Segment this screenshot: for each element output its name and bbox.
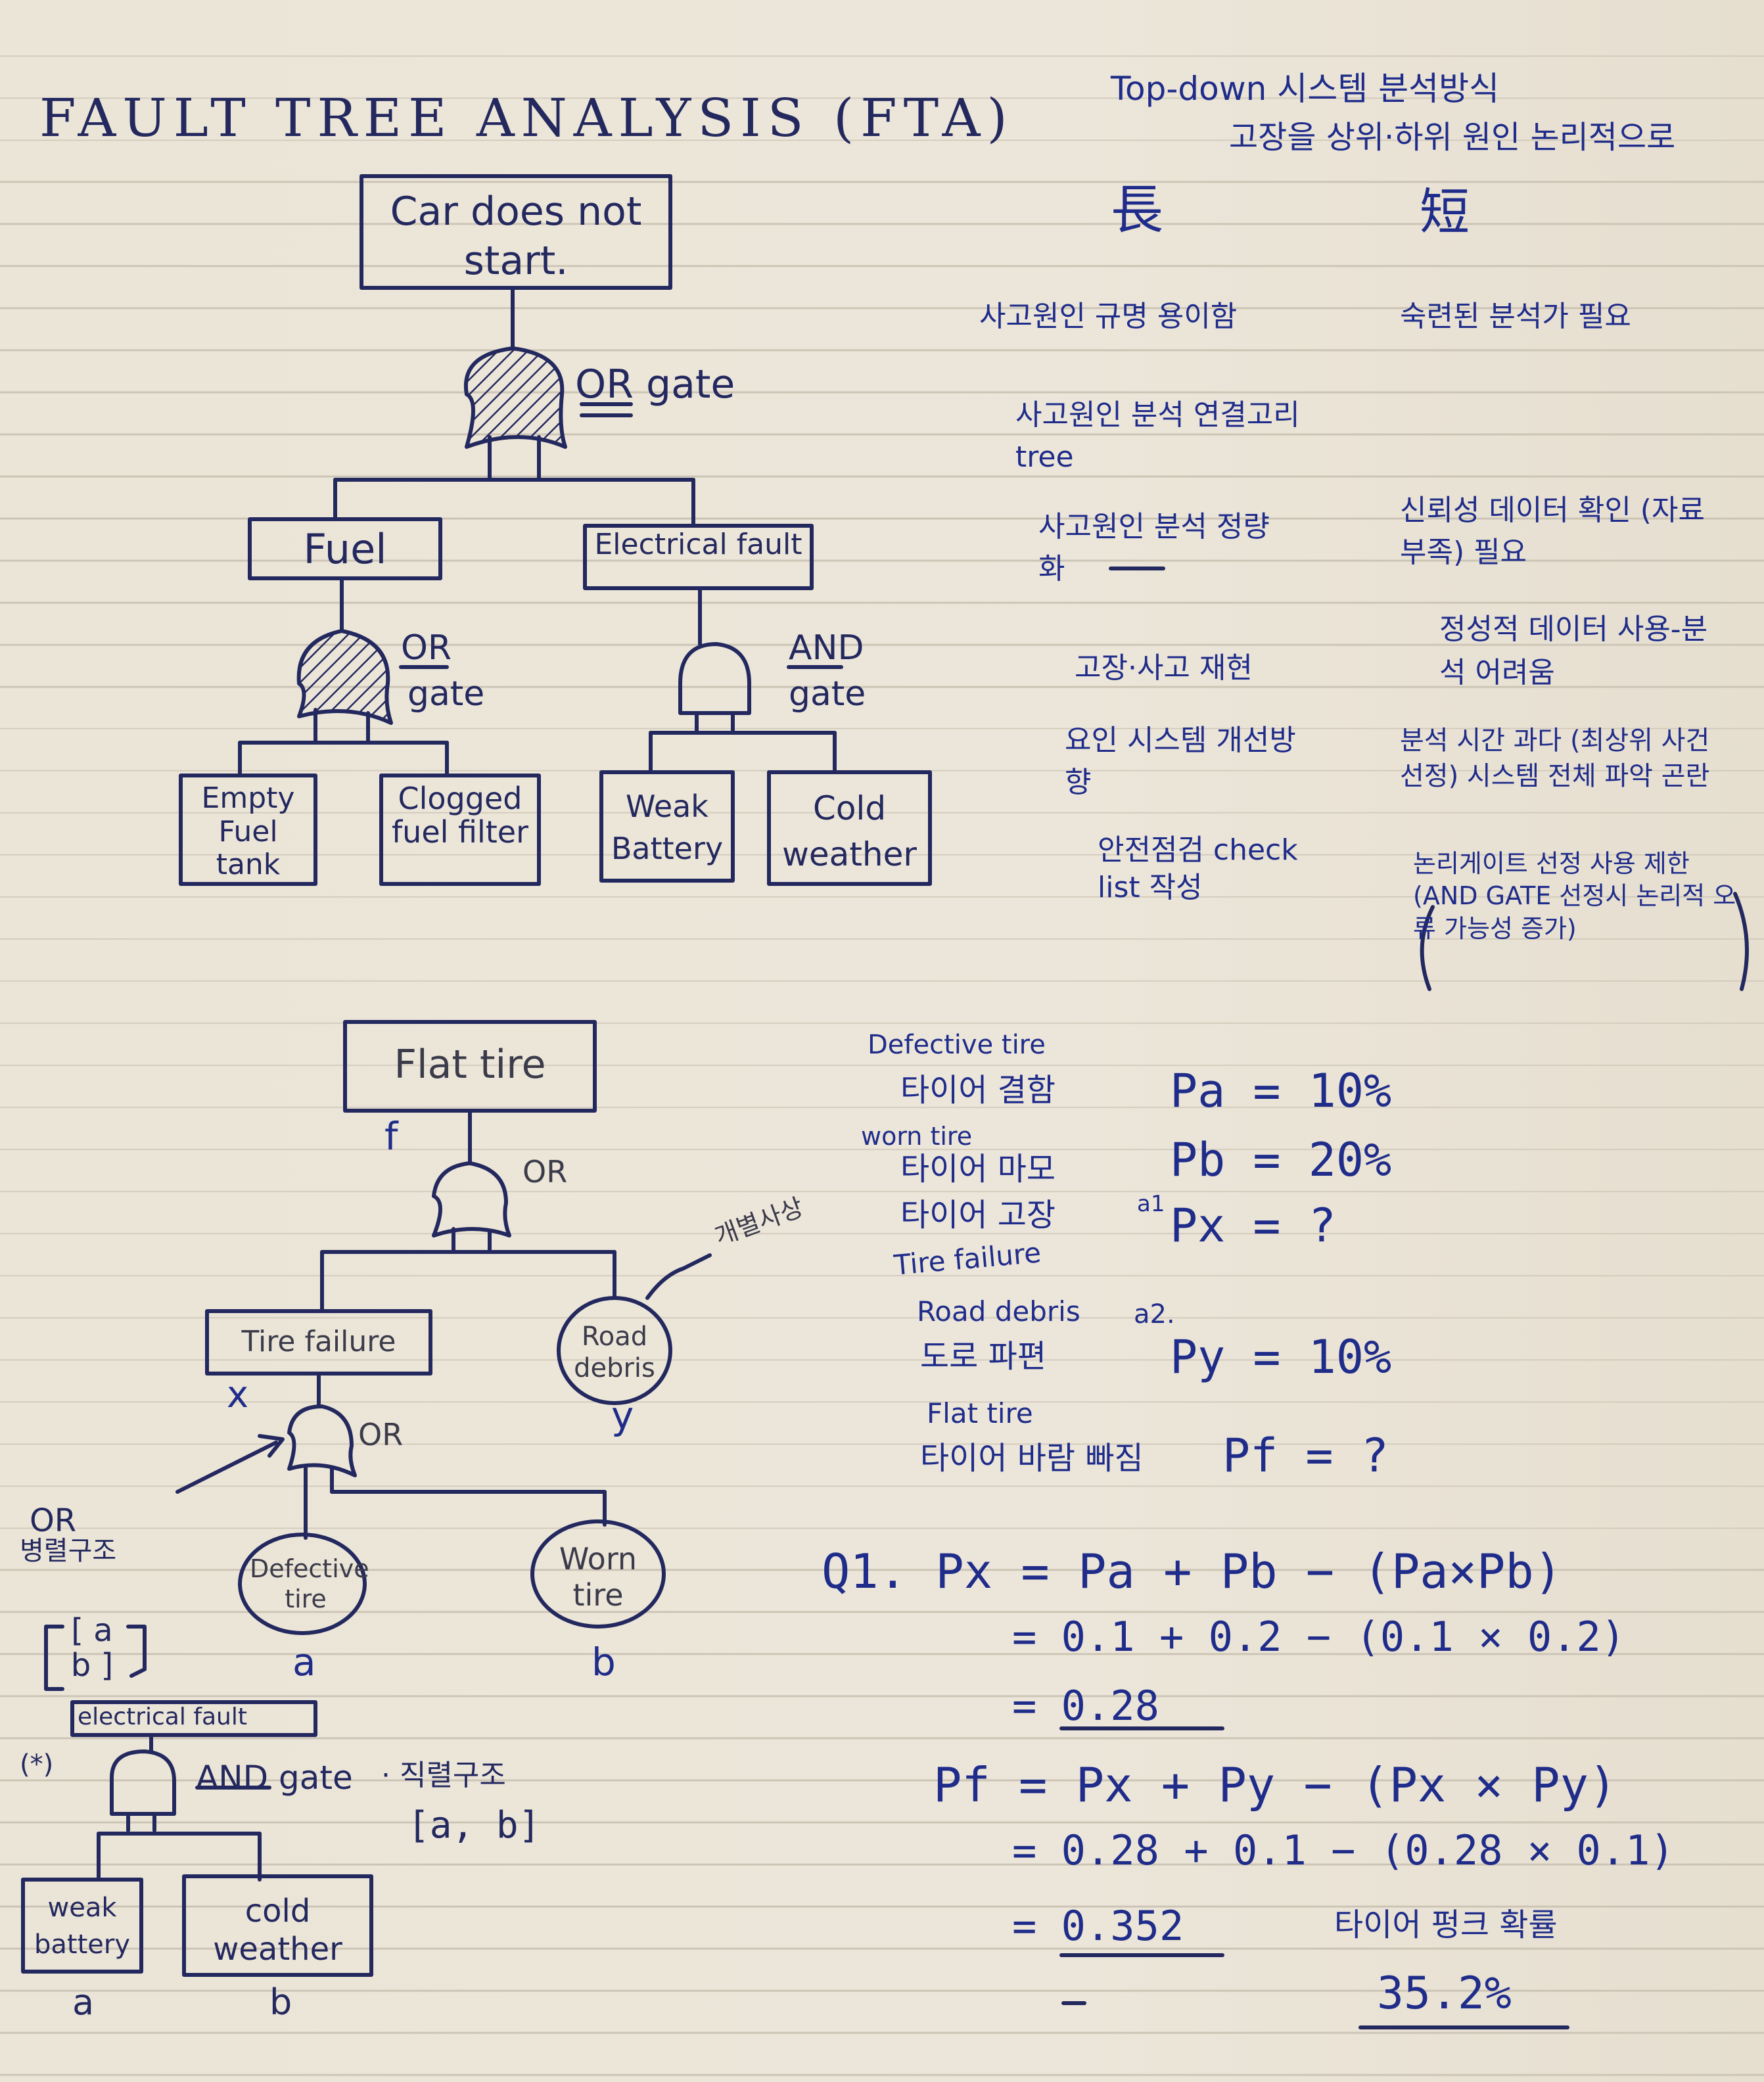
pros-item: 요인 시스템 개선방향 [1065, 720, 1301, 804]
and-mark: (*) [20, 1751, 53, 1778]
pros-item: 고장·사고 재현 [1075, 654, 1253, 683]
flat-tire-label: Flat tire [348, 1045, 592, 1084]
given-en: worn tire [861, 1124, 972, 1149]
or-gate-1 [466, 348, 565, 447]
defective-tire-var: a [292, 1643, 316, 1681]
and-gate-1-word: AND [789, 631, 864, 665]
clogged-filter-label: Clogged fuel filter [384, 782, 536, 848]
cons-item: 숙련된 분석가 필요 [1400, 302, 1631, 331]
given-expr: Pb = 20% [1170, 1137, 1391, 1183]
tire-failure-label: Tire failure [210, 1328, 427, 1356]
and-gate-1-sub: gate [789, 677, 866, 711]
pf-substitution: = 0.28 + 0.1 − (0.28 × 0.1) [1012, 1830, 1675, 1871]
given-ko: 타이어 바람 빠짐 [920, 1443, 1144, 1474]
cold-weather-small-label: cold weather [187, 1893, 368, 1968]
given-expr: Py = 10% [1170, 1334, 1391, 1380]
weak-battery-small-label: weak battery [26, 1889, 138, 1963]
intro-line-2: 고장을 상위·하위 원인 논리적으로 [1229, 122, 1675, 153]
and-gate-note-label: AND gate [196, 1761, 353, 1794]
cold-weather-label: Cold weather [772, 785, 927, 877]
q1-formula: Q1. Px = Pa + Pb − (Pa×Pb) [822, 1548, 1562, 1595]
electrical-fault-small-label: electrical fault [78, 1705, 247, 1729]
intro-line-1: Top-down 시스템 분석방식 [1111, 72, 1499, 105]
pros-item: 사고원인 규명 용이함 [979, 302, 1237, 331]
given-expr: Pa = 10% [1170, 1068, 1391, 1114]
or-note-label: OR [30, 1505, 76, 1537]
pros-item: 안전점검 check list 작성 [1098, 831, 1308, 906]
or-gate-3-label: OR [522, 1157, 567, 1187]
given-ko: 타이어 결함 [900, 1075, 1056, 1106]
given-tag: a2. [1134, 1301, 1175, 1328]
small-var-a: a [72, 1985, 94, 2020]
or-gate-4 [289, 1406, 355, 1475]
pros-item: 사고원인 분석 정량화 [1038, 506, 1275, 590]
or-gate-4-label: OR [358, 1420, 403, 1450]
cons-item: 논리게이트 선정 사용 제한 (AND GATE 선정시 논리적 오류 가능성 … [1413, 848, 1742, 945]
worn-tire-var: b [592, 1643, 616, 1681]
answer-label: 타이어 펑크 확률 [1334, 1909, 1558, 1941]
and-gate-1 [680, 644, 749, 713]
flat-tire-var: f [384, 1117, 398, 1155]
or-gate-3 [434, 1163, 509, 1236]
q1-substitution: = 0.1 + 0.2 − (0.1 × 0.2) [1012, 1617, 1625, 1657]
top-event-label: Car does not start. [365, 187, 667, 286]
given-tag: a1 [1137, 1193, 1165, 1215]
given-en: Defective tire [868, 1032, 1046, 1058]
or-gate-2-sub: gate [407, 677, 484, 711]
given-ko: 도로 파편 [920, 1341, 1046, 1372]
pf-formula: Pf = Px + Py − (Px × Py) [933, 1761, 1617, 1809]
cons-item: 신뢰성 데이터 확인 (자료부족) 필요 [1400, 490, 1729, 574]
given-ko: 타이어 고장 [900, 1199, 1056, 1231]
pros-header: 長 [1111, 184, 1163, 237]
or-note-desc: 병렬구조 [20, 1538, 116, 1564]
cons-item: 분석 시간 과다 (최상위 사건 선정) 시스템 전체 파악 곤란 [1400, 723, 1742, 794]
given-expr: Pf = ? [1222, 1433, 1389, 1479]
electrical-label: Electrical fault [588, 529, 808, 561]
empty-fuel-tank-label: Empty Fuel tank [184, 782, 312, 882]
pros-item: 사고원인 분석 연결고리 tree [1015, 394, 1305, 478]
and-gate-note-set: [a, b] [407, 1807, 540, 1844]
and-gate-2 [112, 1751, 174, 1814]
defective-tire-label: Defective tire [250, 1554, 361, 1614]
given-expr: Px = ? [1170, 1203, 1336, 1249]
given-ko: 타이어 마모 [900, 1153, 1056, 1185]
answer-value: 35.2% [1377, 1972, 1512, 2016]
weak-battery-label: Weak Battery [605, 785, 730, 870]
road-debris-label: Road debris [565, 1321, 664, 1384]
q1-result: = 0.28 [1012, 1686, 1159, 1726]
given-en: Road debris [917, 1298, 1080, 1326]
cons-item: 정성적 데이터 사용-분석 어려움 [1439, 608, 1715, 695]
tire-failure-var: x [227, 1377, 248, 1414]
or-gate-2 [299, 631, 391, 723]
small-var-b: b [269, 1985, 292, 2020]
cons-header: 短 [1420, 187, 1470, 237]
pf-result: = 0.352 [1012, 1906, 1184, 1947]
fuel-label: Fuel [253, 529, 437, 570]
worn-tire-label: Worn tire [539, 1541, 657, 1613]
and-gate-note-desc: · 직렬구조 [381, 1761, 506, 1790]
or-gate-1-label: OR gate [575, 365, 735, 404]
road-debris-var: y [611, 1397, 634, 1435]
given-en: Flat tire [927, 1400, 1033, 1427]
page-title: FAULT TREE ANALYSIS (FTA) [39, 92, 1014, 145]
or-gate-2-word: OR [401, 631, 452, 665]
or-note-set: [ a b ] [66, 1613, 118, 1683]
